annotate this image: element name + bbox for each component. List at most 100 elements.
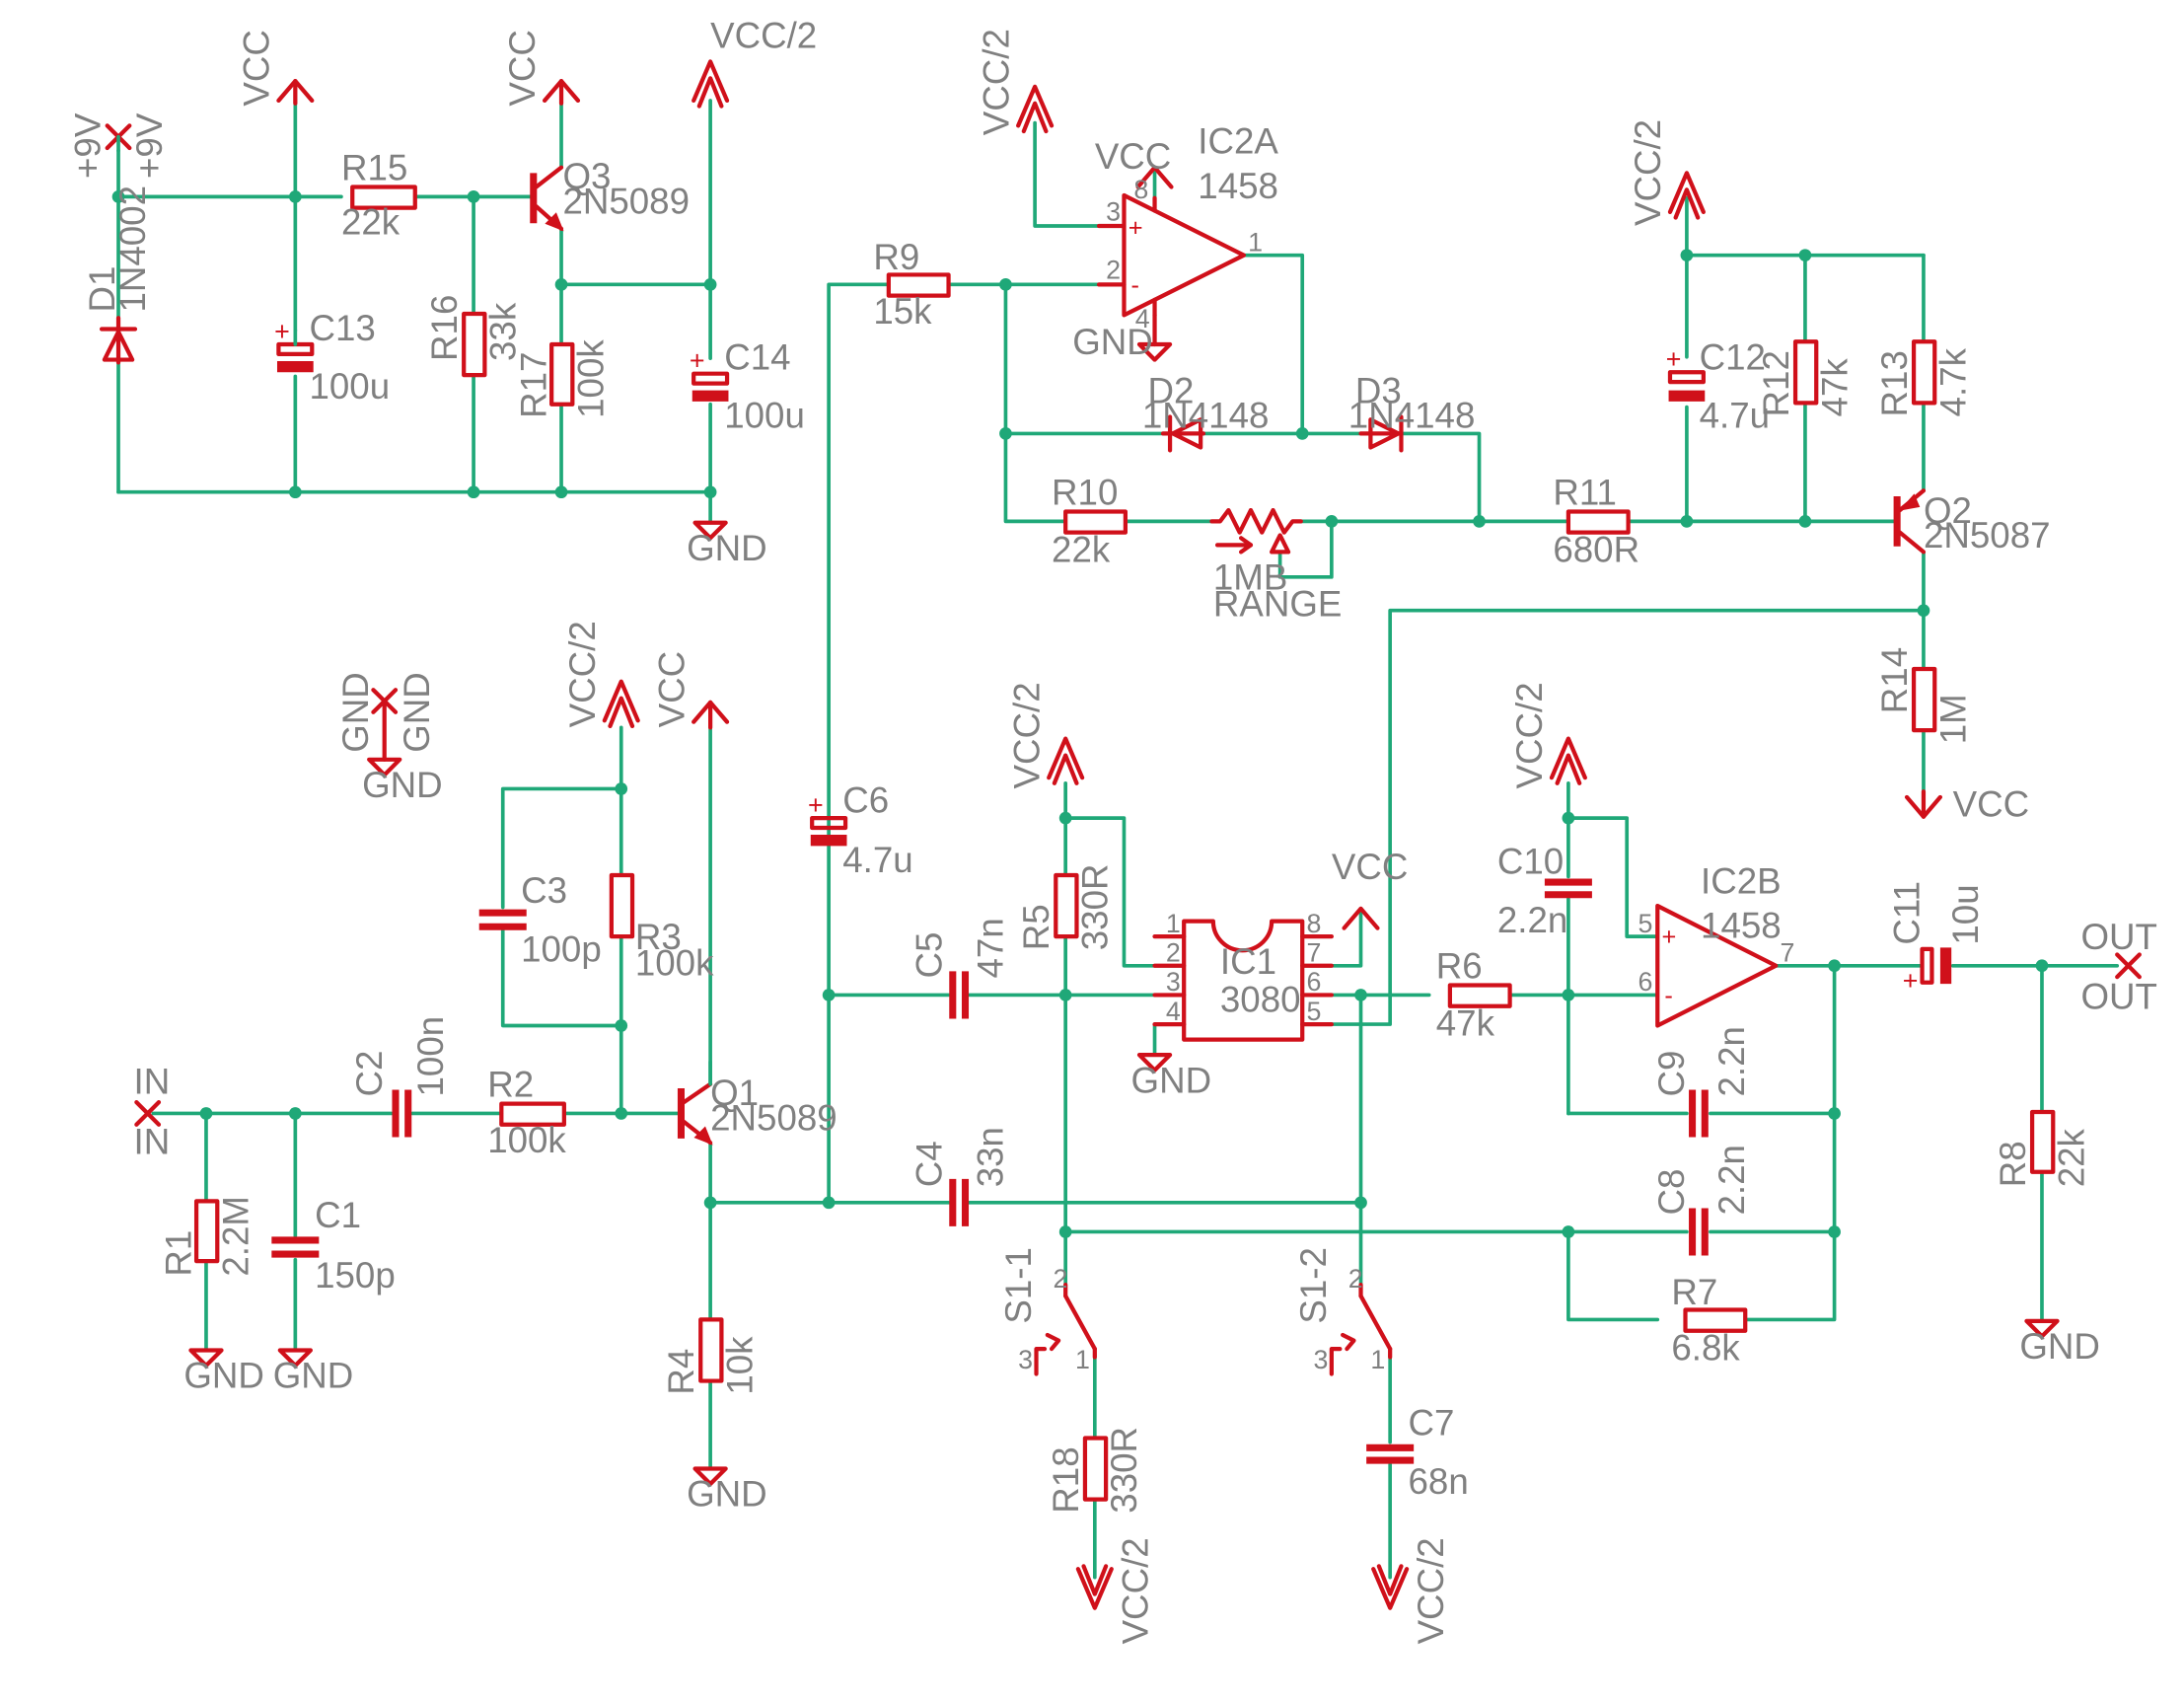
vcc-symbol-q3-text: VCC — [502, 30, 543, 107]
capacitor-c12-text: 4.7u — [1700, 396, 1770, 436]
chip-ic1-text: 8 — [1306, 909, 1321, 938]
potentiometer-range-text: RANGE — [1213, 583, 1343, 624]
junctions-circle — [1295, 427, 1309, 440]
transistor-q2-polygon — [1899, 493, 1921, 511]
resistor-r4-text: R4 — [661, 1349, 701, 1395]
junctions-circle — [1058, 1225, 1072, 1238]
potentiometer-range-polyline — [1270, 533, 1291, 555]
junctions-circle — [554, 485, 568, 499]
vcc2-symbol-c14-polyline — [696, 76, 724, 109]
resistor-r6-text: 47k — [1436, 1002, 1495, 1043]
wires-polyline — [1277, 519, 1334, 579]
resistor-r14-text: 1M — [1932, 694, 1973, 744]
junctions-circle — [1354, 989, 1367, 1001]
resistor-r18-text: R18 — [1046, 1446, 1086, 1513]
gnd-symbol-free: GND — [362, 757, 443, 805]
resistor-r8-rect — [2029, 1109, 2056, 1174]
opamp-ic2b-polygon — [1655, 903, 1779, 1028]
resistor-r1-rect — [193, 1199, 220, 1264]
chip-ic1-text: 3 — [1166, 967, 1181, 997]
vcc-symbol-c13-text: VCC — [237, 30, 277, 107]
vcc2-symbol-c7-text: VCC/2 — [1411, 1537, 1451, 1644]
vcc2-symbol-ic2a-text: VCC/2 — [976, 29, 1016, 135]
vcc2-symbol-r3: VCC/2 — [562, 621, 640, 729]
opamp-ic2a-text: 1458 — [1198, 166, 1278, 206]
junctions-circle — [1828, 1107, 1841, 1120]
resistor-r17-text: 100k — [570, 339, 611, 418]
diode-d2-text: D2 — [1147, 370, 1194, 410]
resistor-r15-text: 22k — [341, 201, 400, 242]
resistor-r13-rect — [1911, 339, 1937, 406]
junctions-circle — [1473, 515, 1486, 528]
junctions-circle — [703, 1196, 717, 1210]
switch-s1-1-text: 2 — [1053, 1264, 1067, 1294]
vcc2-symbol-r5-polyline — [1047, 736, 1085, 780]
vcc2-symbol-c10-polyline — [1549, 736, 1587, 780]
transistor-q1-line — [682, 1081, 713, 1105]
vcc2-symbol-r18-polyline — [1081, 1564, 1109, 1596]
resistor-r11-rect — [1565, 509, 1631, 535]
resistor-r12-text: 47k — [1814, 358, 1855, 417]
in-port-text: IN — [134, 1062, 171, 1102]
capacitor-c11-text: + — [1903, 966, 1919, 996]
vcc-symbol-c13: VCC — [237, 30, 315, 107]
resistor-r2-rect — [499, 1101, 566, 1127]
resistor-r5-text: 330R — [1075, 864, 1116, 951]
resistor-r3-rect — [609, 872, 635, 939]
capacitor-c5-text: C5 — [910, 932, 950, 979]
capacitor-c12-rect — [1667, 370, 1706, 385]
diode-d1-text: 1N4002 — [112, 185, 153, 313]
capacitor-c13-text: C13 — [309, 308, 375, 348]
resistor-r16-rect — [462, 311, 487, 378]
junctions-circle — [467, 485, 480, 499]
vcc2-symbol-r3-text: VCC/2 — [562, 621, 603, 727]
gnd-symbol-psu-polygon — [692, 520, 728, 541]
vcc-symbol-ic2a: VCC — [1095, 136, 1174, 189]
wires-polyline — [1152, 1022, 1187, 1057]
chip-ic1-text: 4 — [1166, 997, 1181, 1026]
resistor-r1-text: 2.2M — [215, 1196, 255, 1277]
resistor-r9-text: 15k — [873, 291, 932, 332]
port-markers: +9V +9V GND GND IN IN OUT OUT — [68, 112, 2157, 1161]
junctions-circle — [1828, 1225, 1841, 1238]
vcc-symbol-r14-text: VCC — [1953, 784, 2030, 825]
resistor-r15-rect — [350, 185, 417, 210]
capacitor-c5-text: 47n — [971, 918, 1011, 978]
junctions-circle — [615, 1107, 628, 1120]
resistor-r9-rect — [886, 272, 951, 298]
junctions-circle — [1828, 959, 1841, 973]
vcc2-symbol-r18: VCC/2 — [1075, 1537, 1155, 1644]
junctions-circle — [1562, 1225, 1575, 1238]
switch-s1-1-text: 3 — [1018, 1345, 1033, 1374]
junctions-circle — [1798, 249, 1812, 262]
junctions-circle — [703, 485, 717, 499]
switch-s1-1-text: S1-1 — [998, 1247, 1039, 1324]
resistor-r14-rect — [1911, 666, 1937, 733]
p9v-marker-text: +9V — [68, 112, 109, 179]
vcc-symbol-ic1: VCC — [1332, 847, 1408, 930]
resistor-r1-text: R1 — [158, 1230, 198, 1277]
resistor-r8-text: 22k — [2051, 1128, 2091, 1187]
resistor-r17-text: R17 — [514, 352, 554, 418]
gnd-symbol-ic2a-text: GND — [1072, 322, 1153, 362]
resistor-r6-rect — [1447, 983, 1512, 1008]
vcc2-symbol-c7-polyline — [1371, 1567, 1410, 1610]
in-port: IN IN — [134, 1062, 171, 1162]
junctions-circle — [1680, 249, 1694, 262]
wires-polyline — [500, 786, 623, 910]
vcc2-symbol-ic2a-polyline — [1021, 101, 1049, 134]
vcc2-symbol-r3-polyline — [602, 679, 640, 723]
junctions-circle — [1058, 811, 1072, 825]
